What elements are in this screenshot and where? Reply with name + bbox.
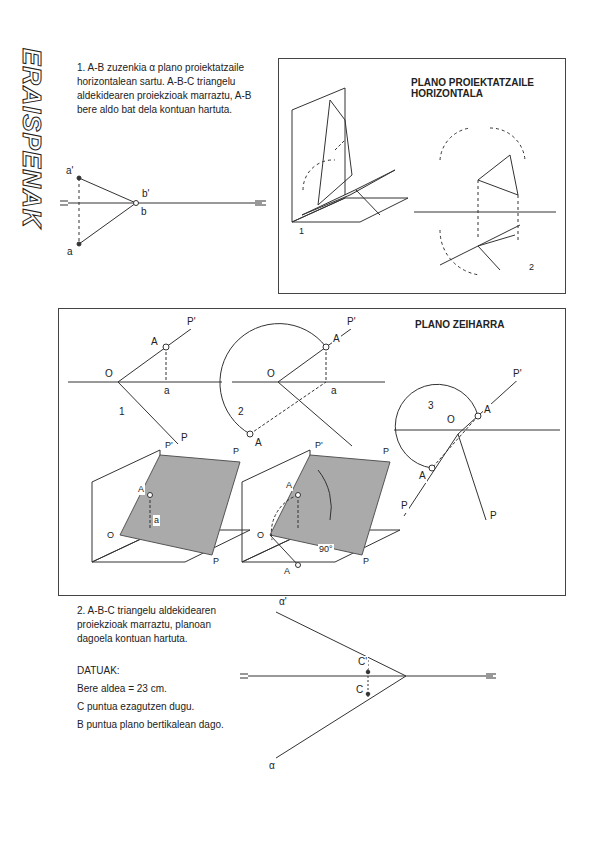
point-label: P' xyxy=(314,440,324,451)
point-label: A xyxy=(483,404,492,417)
point-label: A xyxy=(285,480,293,491)
horizontal-plane-epure xyxy=(414,128,556,275)
point-label: P' xyxy=(346,316,357,329)
point-label: A xyxy=(332,333,341,346)
point-label: a xyxy=(66,246,74,259)
point-label: b xyxy=(140,206,148,219)
point-label: α xyxy=(268,760,276,773)
point-label: 1 xyxy=(298,226,305,237)
oblique-plane-epure-2 xyxy=(220,324,385,446)
point-label: a xyxy=(330,385,338,398)
point-label: P xyxy=(180,432,189,445)
point-label: a xyxy=(163,385,171,398)
point-label: A xyxy=(137,484,145,495)
exercise-text: C puntua ezagutzen dugu. xyxy=(77,700,194,714)
oblique-plane-3d-1 xyxy=(92,450,250,562)
point-label: 1 xyxy=(118,406,126,419)
frame-title: PLANO ZEIHARRA xyxy=(415,319,555,330)
point-label: α' xyxy=(278,596,288,609)
exercise-text: 1. A-B zuzenkia α plano proiektatzaile h… xyxy=(77,61,269,117)
point-label: 2 xyxy=(237,406,245,419)
point-label: C' xyxy=(357,656,368,669)
point-label: a' xyxy=(65,165,74,178)
point-label: P xyxy=(382,446,390,457)
point-label: P xyxy=(362,556,370,567)
exercise-1-figure xyxy=(60,176,266,246)
frame-title: PLANO PROIEKTATZAILE HORIZONTALA xyxy=(411,77,561,99)
point-label: C xyxy=(355,684,364,697)
point-label: P xyxy=(232,446,240,457)
point-label: O xyxy=(256,530,265,541)
point-label: 3 xyxy=(427,400,435,413)
exercise-text: 2. A-B-C triangelu aldekidearen proiekzi… xyxy=(77,604,247,646)
point-label: P' xyxy=(512,368,523,381)
point-label: P' xyxy=(164,440,174,451)
point-label: O xyxy=(104,368,114,381)
figure-frame: PLANO ZEIHARRA xyxy=(58,308,566,596)
point-label: P xyxy=(212,556,220,567)
point-label: O xyxy=(106,530,115,541)
oblique-plane-epure-3 xyxy=(394,376,560,520)
point-label: 2 xyxy=(528,262,535,273)
oblique-plane-epure-1 xyxy=(68,326,222,444)
point-label: A xyxy=(283,566,291,577)
point-label: b' xyxy=(141,188,150,201)
exercise-2-figure xyxy=(240,612,496,758)
point-label: O xyxy=(266,368,276,381)
point-label: P xyxy=(489,510,498,523)
point-label: P' xyxy=(186,316,197,329)
point-label: A xyxy=(254,437,263,450)
exercise-text: DATUAK: xyxy=(77,664,120,678)
point-label: 90° xyxy=(318,544,334,555)
point-label: A xyxy=(150,336,159,349)
side-title: ERAISPENAK xyxy=(16,48,49,228)
point-label: a xyxy=(153,515,160,526)
figure-frame: PLANO PROIEKTATZAILE HORIZONTALA xyxy=(278,58,566,294)
exercise-text: B puntua plano bertikalean dago. xyxy=(77,718,224,732)
oblique-plane-3d-2 xyxy=(242,450,400,568)
horizontal-plane-3d xyxy=(292,88,408,222)
point-label: P xyxy=(400,500,409,513)
point-label: A xyxy=(418,470,427,483)
exercise-text: Bere aldea = 23 cm. xyxy=(77,682,167,696)
point-label: O xyxy=(446,414,456,427)
